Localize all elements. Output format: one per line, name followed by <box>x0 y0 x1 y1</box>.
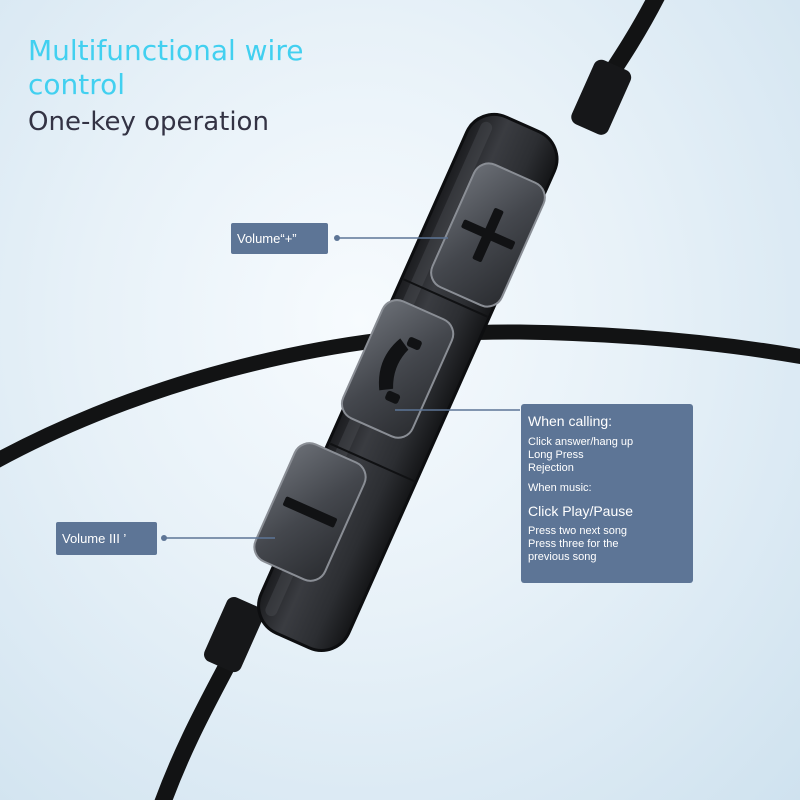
headline: Multifunctional wire control <box>28 34 304 101</box>
minus-icon <box>283 496 337 528</box>
callout-calling-line: Click answer/hang up <box>528 436 634 448</box>
callout-music-line: Press three for the <box>528 538 619 550</box>
callout-music-action: Click Play/Pause <box>528 503 634 519</box>
callout-calling-title: When calling: <box>528 413 613 429</box>
volume-up-button[interactable] <box>426 158 550 311</box>
callout-music-title: When music: <box>528 482 592 494</box>
leader-volume-down <box>161 535 275 541</box>
volume-down-label: Volume III ’ <box>56 522 157 555</box>
volume-down-button[interactable] <box>249 438 370 586</box>
leader-volume-up <box>334 235 448 241</box>
strain-relief-top <box>571 59 632 135</box>
plus-icon <box>461 208 515 262</box>
subline: One-key operation <box>28 107 269 137</box>
strain-relief-bottom <box>204 597 264 673</box>
volume-up-label: Volume“+” <box>231 223 328 254</box>
call-button[interactable] <box>337 295 458 443</box>
callout-calling-line: Rejection <box>528 462 574 474</box>
callout-music-line: previous song <box>528 551 597 563</box>
phone-icon <box>378 337 422 404</box>
callout-calling-line: Long Press <box>528 449 584 461</box>
cable-bottom <box>154 641 244 800</box>
callout-music-line: Press two next song <box>528 525 628 537</box>
function-callout: When calling: Click answer/hang up Long … <box>521 404 693 583</box>
